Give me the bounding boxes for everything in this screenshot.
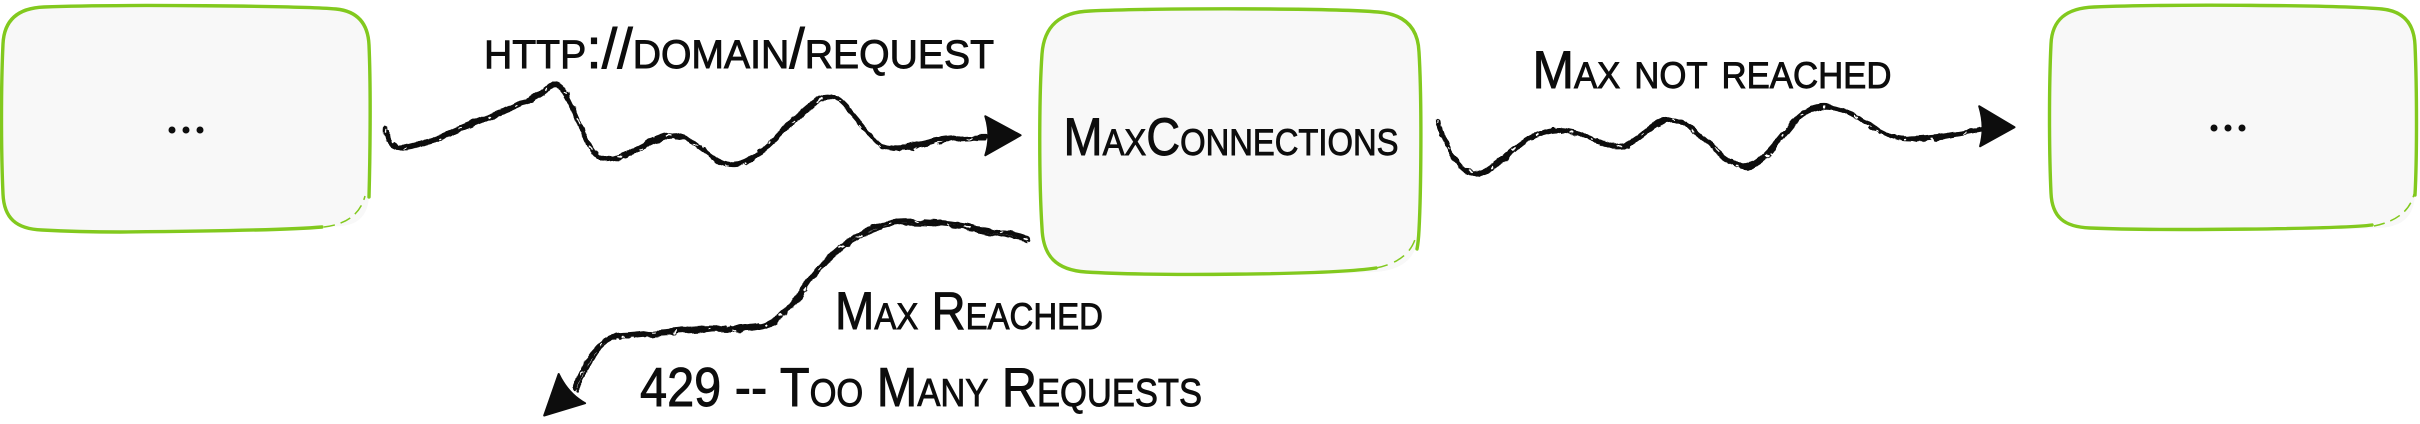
svg-text:Max not reached: Max not reached: [1533, 41, 1892, 100]
svg-text:429 -- Too Many Requests: 429 -- Too Many Requests: [640, 356, 1202, 418]
svg-text:MaxConnections: MaxConnections: [1064, 108, 1399, 167]
svg-text:http://domain/request: http://domain/request: [484, 17, 994, 81]
svg-text:Max Reached: Max Reached: [835, 282, 1103, 341]
